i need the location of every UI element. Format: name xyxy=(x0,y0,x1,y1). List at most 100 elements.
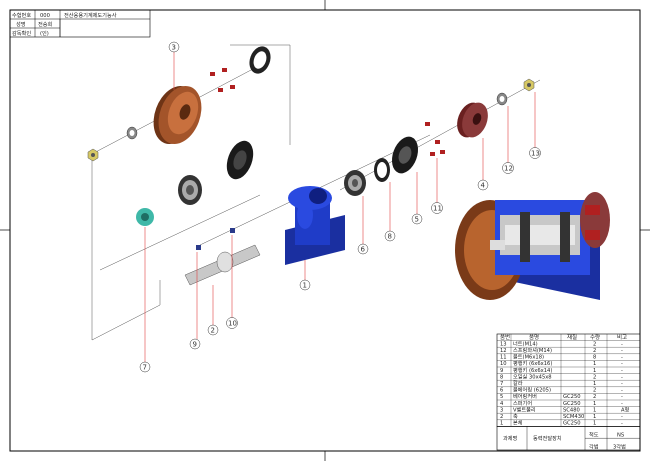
parts-row-no: 5 xyxy=(500,394,503,400)
tb-label-2: 감독확인 xyxy=(12,29,31,37)
svg-text:13: 13 xyxy=(531,150,540,158)
svg-text:3: 3 xyxy=(172,44,176,52)
parts-row-no: 9 xyxy=(500,368,503,374)
parts-row-note: - xyxy=(621,355,623,361)
parts-row-qty: 1 xyxy=(593,361,596,367)
callout-9: 9 xyxy=(189,252,201,350)
parts-row-note: - xyxy=(621,374,623,380)
parts-row-note: - xyxy=(621,361,623,367)
svg-text:1: 1 xyxy=(303,282,307,290)
parts-row-name: 오일실 30x45x8 xyxy=(513,372,552,380)
parts-row-material: GC250 xyxy=(563,394,581,400)
parts-row-qty: 1 xyxy=(593,368,596,374)
tb-extra-0: 전산응용기계제도기능사 xyxy=(64,11,117,19)
svg-text:11: 11 xyxy=(433,205,442,213)
parts-row-note: - xyxy=(621,341,623,347)
parts-row-no: 4 xyxy=(500,401,504,407)
parts-row-qty: 2 xyxy=(593,374,596,380)
parts-row-no: 8 xyxy=(500,374,503,380)
footer-method: 3각법 xyxy=(613,443,626,451)
parts-row-qty: 8 xyxy=(593,355,596,361)
nut-right xyxy=(523,78,535,92)
parts-header-4: 비고 xyxy=(617,333,627,341)
parts-row-no: 3 xyxy=(500,407,503,413)
callout-2: 2 xyxy=(207,285,219,336)
bolt-cluster-top xyxy=(210,68,235,92)
parts-row-name: 평행키 (6x6x16) xyxy=(513,359,552,367)
footer-method-label: 각법 xyxy=(589,443,599,451)
key-10 xyxy=(230,228,235,233)
callout-11: 11 xyxy=(431,158,443,214)
parts-row-no: 7 xyxy=(500,381,503,387)
key-9 xyxy=(196,245,201,250)
parts-row-qty: 2 xyxy=(593,394,596,400)
parts-row-qty: 1 xyxy=(593,421,596,427)
parts-row-qty: 1 xyxy=(593,381,596,387)
parts-header-0: 품번 xyxy=(500,333,510,341)
svg-text:4: 4 xyxy=(481,182,486,190)
tb-label-1: 성명 xyxy=(16,20,26,28)
parts-row-note: - xyxy=(621,381,623,387)
parts-row-name: 너트(M14) xyxy=(513,339,538,347)
parts-row-name: 스퍼기어 xyxy=(513,399,532,407)
parts-row-material: SC480 xyxy=(563,407,580,413)
assembly-cutaway xyxy=(455,192,610,300)
parts-row-qty: 2 xyxy=(593,348,596,354)
parts-row-no: 11 xyxy=(500,355,507,361)
svg-text:6: 6 xyxy=(361,246,366,254)
parts-row-no: 13 xyxy=(500,341,507,347)
title-block: 수험번호 000 전산응용기계제도기능사 성명 전승희 감독확인 (인) xyxy=(9,9,151,38)
shaft xyxy=(184,228,261,286)
parts-row-no: 2 xyxy=(500,414,503,420)
callouts: 1 2 3 4 5 6 7 8 9 10 11 12 13 xyxy=(139,41,541,373)
svg-text:12: 12 xyxy=(504,165,513,173)
callout-13: 13 xyxy=(529,92,541,159)
parts-row-qty: 2 xyxy=(593,388,596,394)
tb-value-2: (인) xyxy=(40,30,49,37)
parts-row-qty: 1 xyxy=(593,401,596,407)
parts-row-qty: 1 xyxy=(593,407,596,413)
ball-bearing-right xyxy=(344,170,366,196)
callout-5: 5 xyxy=(411,172,423,225)
footer-label: 과제명 xyxy=(503,434,518,442)
bearing-cover-right xyxy=(391,136,419,174)
parts-row-name: V벨트풀리 xyxy=(513,405,536,413)
parts-row-name: 칼라 xyxy=(513,379,523,387)
parts-row-material: SCM430 xyxy=(563,414,584,420)
explode-axes xyxy=(89,44,541,341)
parts-row-name: 볼베어링 (6205) xyxy=(513,386,551,394)
parts-row-no: 6 xyxy=(500,388,503,394)
svg-text:7: 7 xyxy=(143,364,147,372)
callout-8: 8 xyxy=(384,182,396,242)
parts-row-no: 10 xyxy=(500,361,507,367)
oil-seal-top xyxy=(249,46,271,74)
callout-1: 1 xyxy=(299,260,311,291)
parts-header-1: 품명 xyxy=(529,334,539,341)
parts-header-2: 재질 xyxy=(567,333,577,341)
callout-4: 4 xyxy=(477,138,489,191)
parts-row-no: 1 xyxy=(500,421,503,427)
bolt-cluster-mid xyxy=(425,122,445,156)
washer-right xyxy=(496,92,508,106)
tb-value-0: 000 xyxy=(40,13,50,19)
collar xyxy=(136,208,154,226)
callout-7: 7 xyxy=(139,227,151,373)
parts-row-material: GC250 xyxy=(563,401,581,407)
parts-row-material: GC250 xyxy=(563,421,581,427)
parts-row-note: - xyxy=(621,394,623,400)
spur-gear xyxy=(457,102,488,138)
parts-row-qty: 2 xyxy=(593,341,596,347)
callout-12: 12 xyxy=(502,106,514,174)
parts-header-3: 수량 xyxy=(590,334,600,341)
parts-row-name: 볼트(M6x18) xyxy=(513,354,544,361)
parts-row-no: 12 xyxy=(500,348,507,354)
tb-label-0: 수험번호 xyxy=(12,11,31,19)
nut-left xyxy=(87,148,99,162)
parts-row-note: - xyxy=(621,401,623,407)
parts-row-note: - xyxy=(621,388,623,394)
parts-row-name: 베어링커버 xyxy=(513,392,537,400)
parts-row-note: - xyxy=(621,368,623,374)
callout-10: 10 xyxy=(226,235,238,329)
